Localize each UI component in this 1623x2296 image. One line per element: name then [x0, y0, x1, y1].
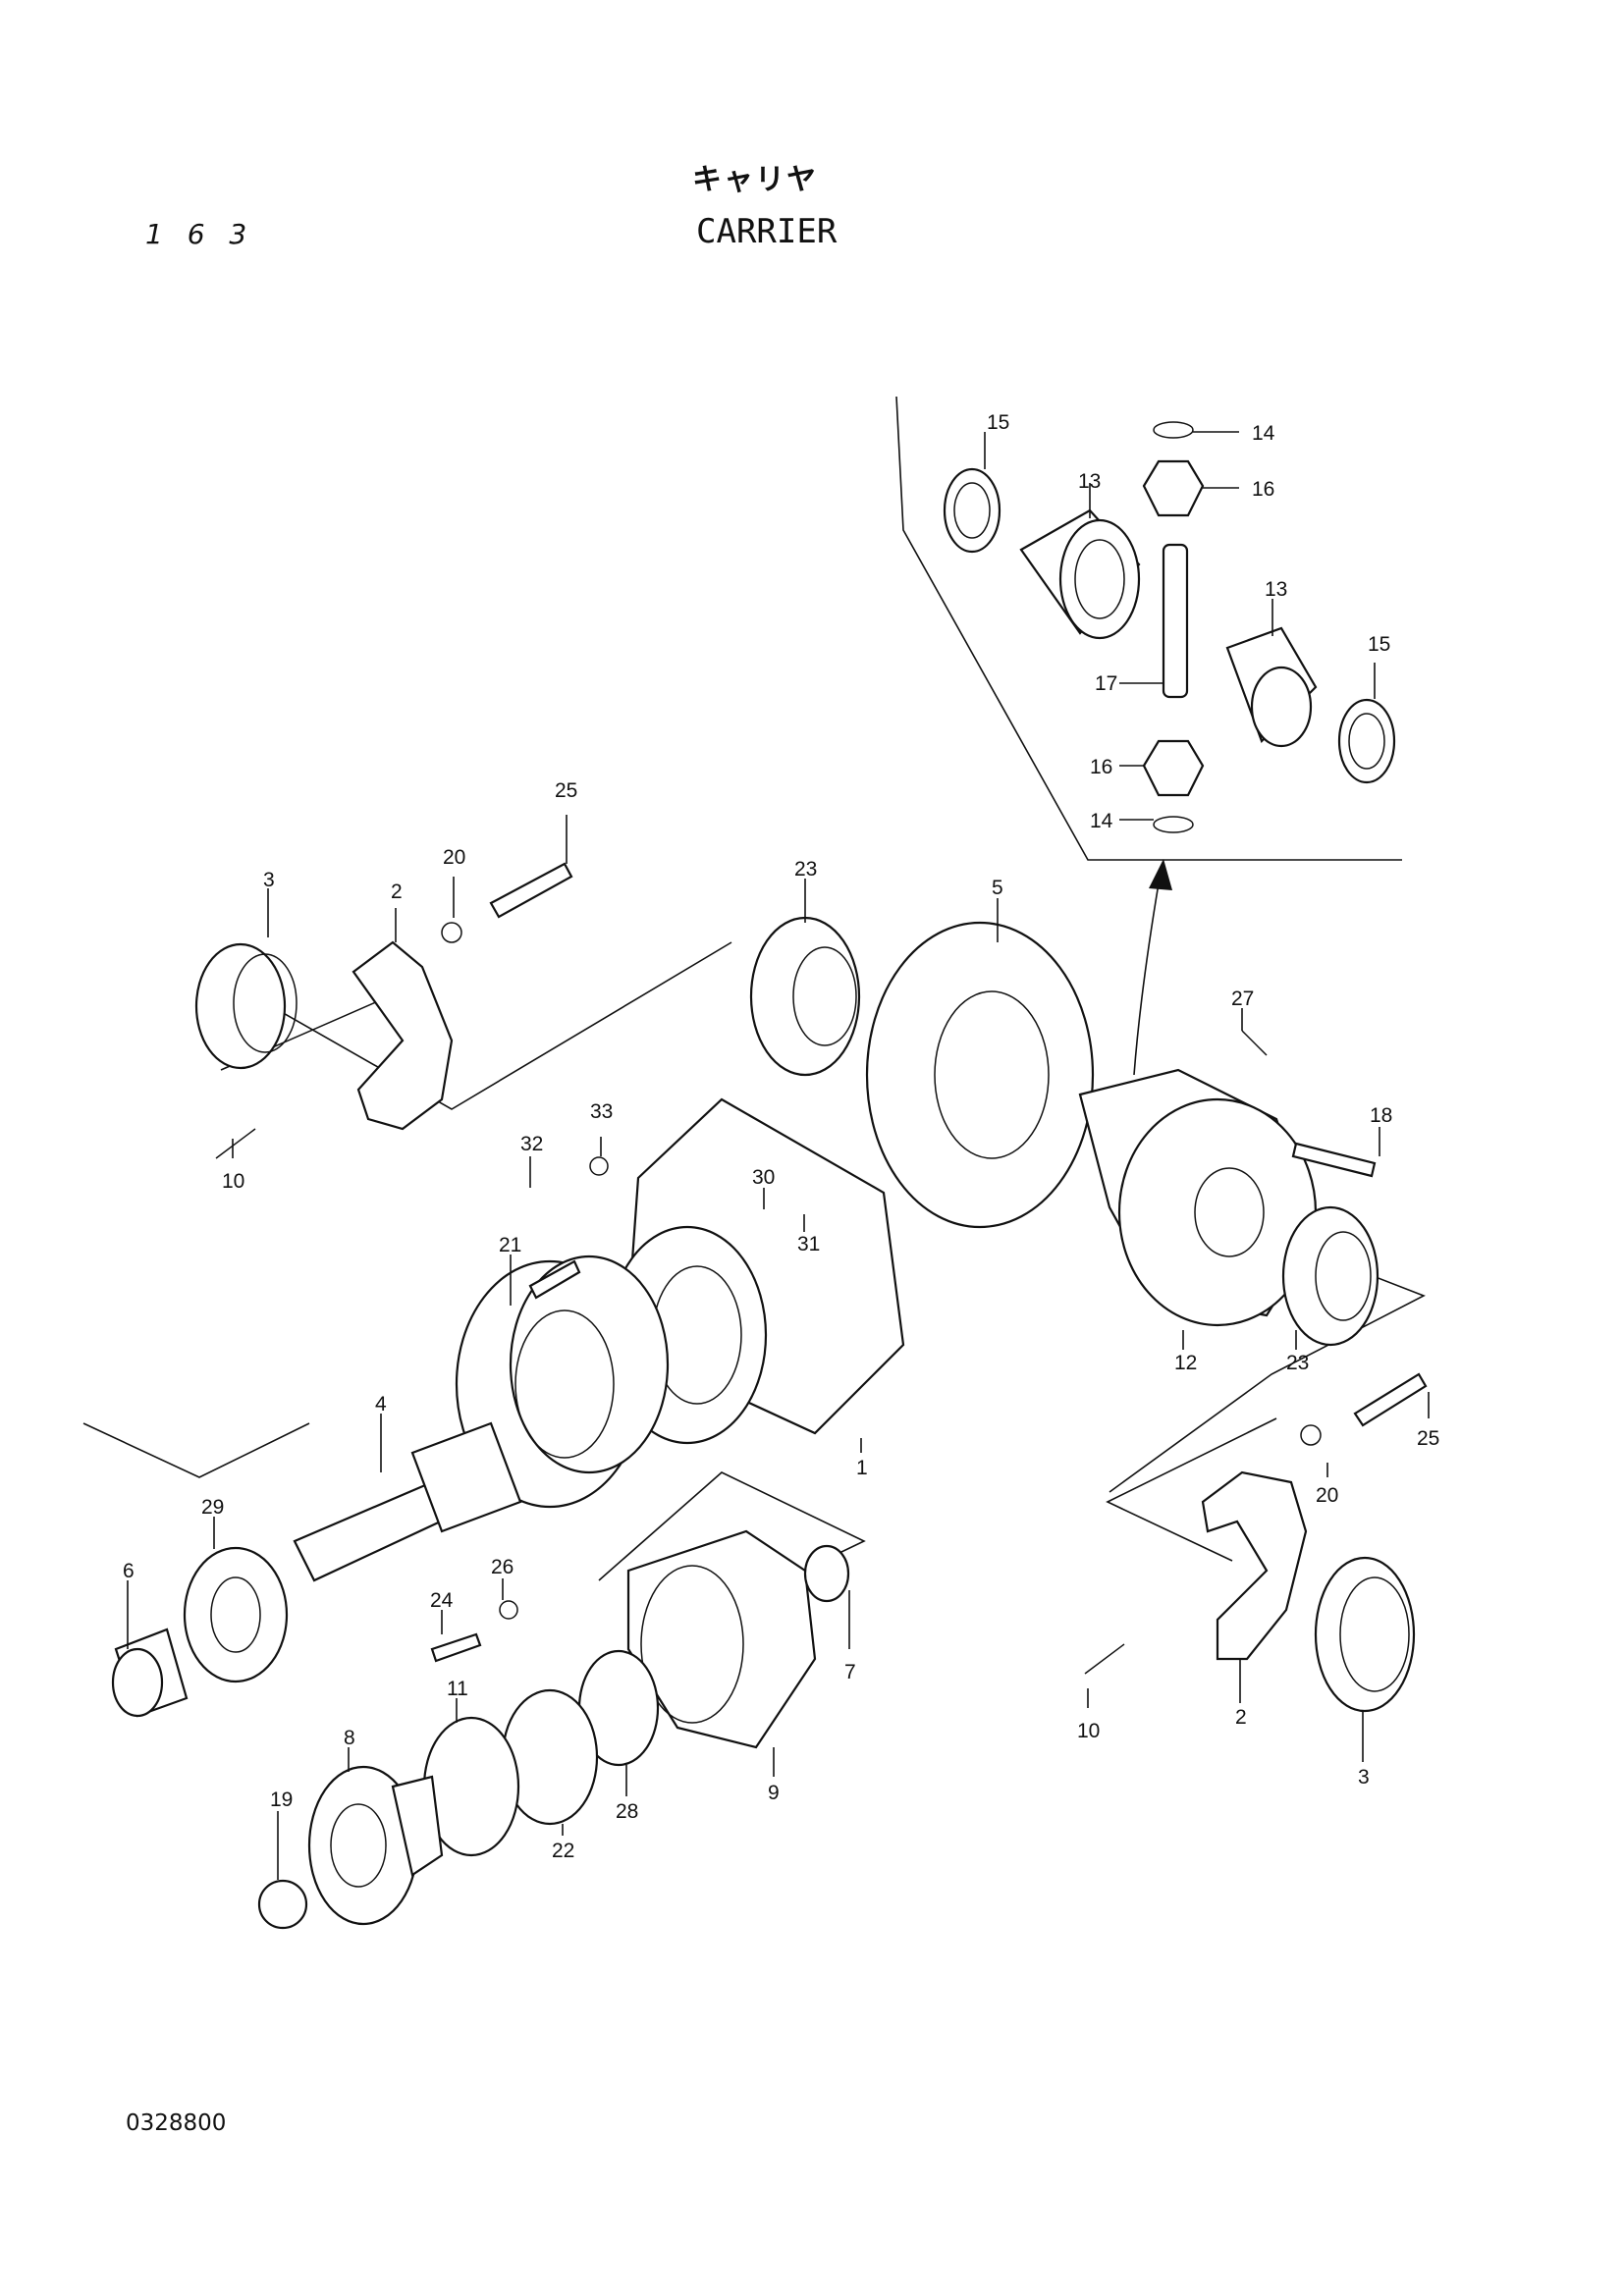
bearing-cap-right	[1201, 1470, 1308, 1661]
callout-10: 10	[222, 1170, 244, 1193]
callouts: 15 14 13 16 13 15 17 16 14 25 20 23 3 2 …	[123, 411, 1439, 1862]
bearing-right	[1281, 1205, 1380, 1347]
callout-2: 2	[1235, 1706, 1247, 1729]
callout-27: 27	[1231, 988, 1254, 1010]
bearing-upper-left	[749, 916, 861, 1077]
callout-1: 1	[856, 1457, 868, 1479]
bearing-pinion	[183, 1546, 289, 1683]
callout-30: 30	[752, 1166, 775, 1189]
bolts	[430, 862, 1428, 1663]
shim-set	[455, 1255, 670, 1509]
callout-23: 23	[794, 858, 817, 881]
callout-15: 15	[987, 411, 1009, 434]
callout-19: 19	[270, 1789, 293, 1811]
callout-16: 16	[1090, 756, 1112, 778]
drawing-number: 0328800	[126, 2110, 227, 2136]
callout-20: 20	[443, 846, 465, 869]
o-ring	[803, 1544, 850, 1603]
callout-13: 13	[1078, 470, 1101, 493]
drive-pinion	[293, 1421, 522, 1582]
callout-3: 3	[263, 869, 275, 891]
callout-14: 14	[1252, 422, 1275, 445]
callout-2: 2	[391, 881, 403, 903]
callout-32: 32	[520, 1133, 543, 1155]
callout-31: 31	[797, 1233, 820, 1255]
callout-26: 26	[491, 1556, 514, 1578]
callout-15: 15	[1368, 633, 1390, 656]
ring-gear	[865, 921, 1095, 1229]
callout-16: 16	[1252, 478, 1274, 501]
inset-pinion-lower	[1142, 739, 1205, 833]
callout-17: 17	[1095, 672, 1117, 695]
callout-22: 22	[552, 1840, 574, 1862]
callout-7: 7	[844, 1661, 856, 1683]
differential-case	[1078, 1068, 1318, 1327]
callout-24: 24	[430, 1589, 454, 1612]
page-title: CARRIER	[696, 212, 838, 251]
adjusting-nut-right	[1314, 1556, 1416, 1713]
bearing-cap-left	[352, 940, 454, 1131]
callout-18: 18	[1370, 1104, 1392, 1127]
arrow-icon	[1149, 859, 1172, 890]
lock-nut	[257, 1879, 308, 1930]
callout-3: 3	[1358, 1766, 1370, 1789]
callout-8: 8	[344, 1727, 355, 1749]
inset-side-gear-lower	[1225, 626, 1396, 784]
oil-seal-left	[194, 942, 298, 1070]
callout-20: 20	[1316, 1484, 1338, 1507]
leader-lines	[127, 815, 1430, 1880]
callout-33: 33	[590, 1100, 613, 1123]
inset-pinion-upper	[1142, 421, 1205, 517]
inset-cross-shaft	[1162, 543, 1189, 699]
callout-13: 13	[1265, 578, 1287, 601]
page-title-japanese: キャリヤ	[692, 163, 818, 197]
callout-5: 5	[992, 877, 1003, 899]
page-number: 1 6 3	[145, 218, 255, 250]
cotter-pins	[215, 1030, 1268, 1675]
callout-25: 25	[1417, 1427, 1439, 1450]
callout-9: 9	[768, 1782, 780, 1804]
callout-28: 28	[616, 1800, 638, 1823]
spacer	[111, 1628, 189, 1718]
callout-4: 4	[375, 1393, 387, 1415]
callout-21: 21	[499, 1234, 521, 1256]
differential-inset	[895, 396, 1402, 1076]
washers	[441, 922, 1322, 1620]
callout-25: 25	[555, 779, 577, 802]
inset-side-gear-upper	[943, 467, 1141, 640]
main-assembly	[82, 862, 1428, 1930]
companion-flange	[307, 1765, 444, 1926]
callout-10: 10	[1077, 1720, 1100, 1742]
callout-23: 23	[1286, 1352, 1309, 1374]
callout-12: 12	[1174, 1352, 1197, 1374]
callout-6: 6	[123, 1560, 135, 1582]
callout-14: 14	[1090, 810, 1113, 832]
callout-29: 29	[201, 1496, 224, 1519]
callout-11: 11	[447, 1678, 468, 1700]
